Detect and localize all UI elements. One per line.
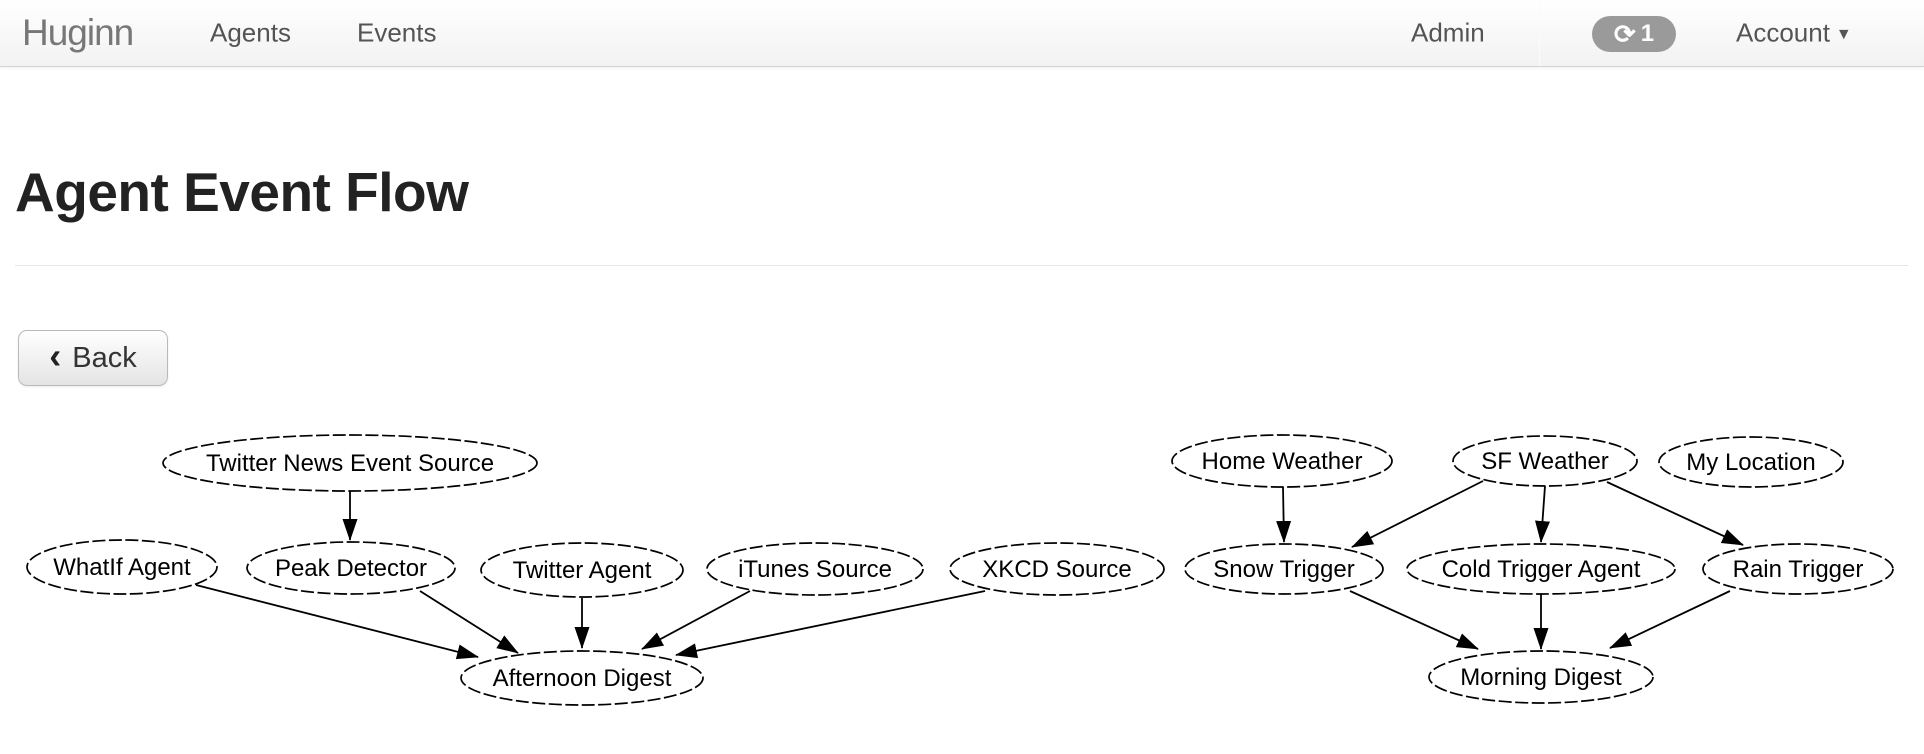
graph-node-my-location: My Location [1658,436,1844,488]
graph-node-rain-trigger: Rain Trigger [1702,543,1894,595]
node-label: XKCD Source [982,556,1131,583]
node-ellipse [1452,435,1638,487]
graph-node-whatif-agent: WhatIf Agent [26,539,218,595]
job-count-value: 1 [1640,20,1655,47]
node-ellipse [706,542,924,596]
node-label: iTunes Source [738,556,892,583]
graph-node-twitter-agent: Twitter Agent [480,542,684,598]
graph-node-peak-detector: Peak Detector [246,541,456,595]
graph-node-morning-digest: Morning Digest [1428,650,1654,704]
graph-node-afternoon-digest: Afternoon Digest [460,650,704,706]
nav-item-agents[interactable]: Agents [210,17,291,48]
edge-sf-weather-to-snow-trigger [1351,480,1484,548]
edge-home-weather-to-snow-trigger [1276,486,1292,543]
node-label: Peak Detector [275,555,427,582]
edge-peak-detector-to-afternoon-digest [419,590,519,654]
node-ellipse [1406,543,1676,595]
graph-node-cold-trigger-agent: Cold Trigger Agent [1406,543,1676,595]
node-label: Twitter News Event Source [206,450,494,477]
graph-node-twitter-news-event-source: Twitter News Event Source [162,434,538,492]
node-label: SF Weather [1481,448,1609,475]
node-label: WhatIf Agent [53,554,191,581]
node-ellipse [1184,543,1384,595]
edge-rain-trigger-to-morning-digest [1609,590,1731,649]
node-label: Morning Digest [1460,664,1622,691]
graph-node-sf-weather: SF Weather [1452,435,1638,487]
node-label: Cold Trigger Agent [1442,556,1641,583]
top-navbar: Huginn Agents Events Admin ⟳ 1 Account ▾ [0,0,1924,67]
node-ellipse [949,542,1165,596]
page-title: Agent Event Flow [15,161,469,223]
node-ellipse [1702,543,1894,595]
account-label: Account [1736,17,1830,48]
graph-node-itunes-source: iTunes Source [706,542,924,596]
title-divider [15,265,1908,266]
navbar-vertical-divider [1539,0,1540,66]
account-menu[interactable]: Account ▾ [1736,18,1849,49]
node-ellipse [460,650,704,706]
edge-itunes-source-to-afternoon-digest [641,590,751,650]
edge-snow-trigger-to-morning-digest [1349,590,1479,650]
node-label: Twitter Agent [513,557,652,584]
edge-xkcd-source-to-afternoon-digest [675,590,986,659]
node-ellipse [26,539,218,595]
node-ellipse [480,542,684,598]
node-ellipse [162,434,538,492]
job-count-badge[interactable]: ⟳ 1 [1592,16,1676,52]
brand-logo[interactable]: Huginn [22,12,134,53]
nav-item-events[interactable]: Events [357,17,437,48]
node-ellipse [246,541,456,595]
node-label: Home Weather [1202,448,1363,475]
graph-node-snow-trigger: Snow Trigger [1184,543,1384,595]
edge-whatif-agent-to-afternoon-digest [195,584,479,660]
node-ellipse [1171,434,1393,488]
graph-node-home-weather: Home Weather [1171,434,1393,488]
node-label: Rain Trigger [1733,556,1864,583]
graph-node-xkcd-source: XKCD Source [949,542,1165,596]
node-ellipse [1428,650,1654,704]
chevron-left-icon: ‹ [49,334,62,376]
agent-event-flow-diagram: Twitter News Event Source WhatIf Agent P… [26,434,1894,706]
node-label: Afternoon Digest [493,665,672,692]
refresh-icon: ⟳ [1613,19,1636,49]
caret-down-icon: ▾ [1838,23,1849,45]
back-button-label: Back [72,341,137,374]
edge-sf-weather-to-cold-trigger-agent [1535,485,1550,543]
node-label: My Location [1686,449,1815,476]
nav-item-admin[interactable]: Admin [1411,17,1485,48]
node-label: Snow Trigger [1213,556,1354,583]
edge-sf-weather-to-rain-trigger [1606,481,1744,546]
back-button[interactable]: ‹ Back [18,330,168,386]
diagram-edges [195,480,1744,660]
node-ellipse [1658,436,1844,488]
